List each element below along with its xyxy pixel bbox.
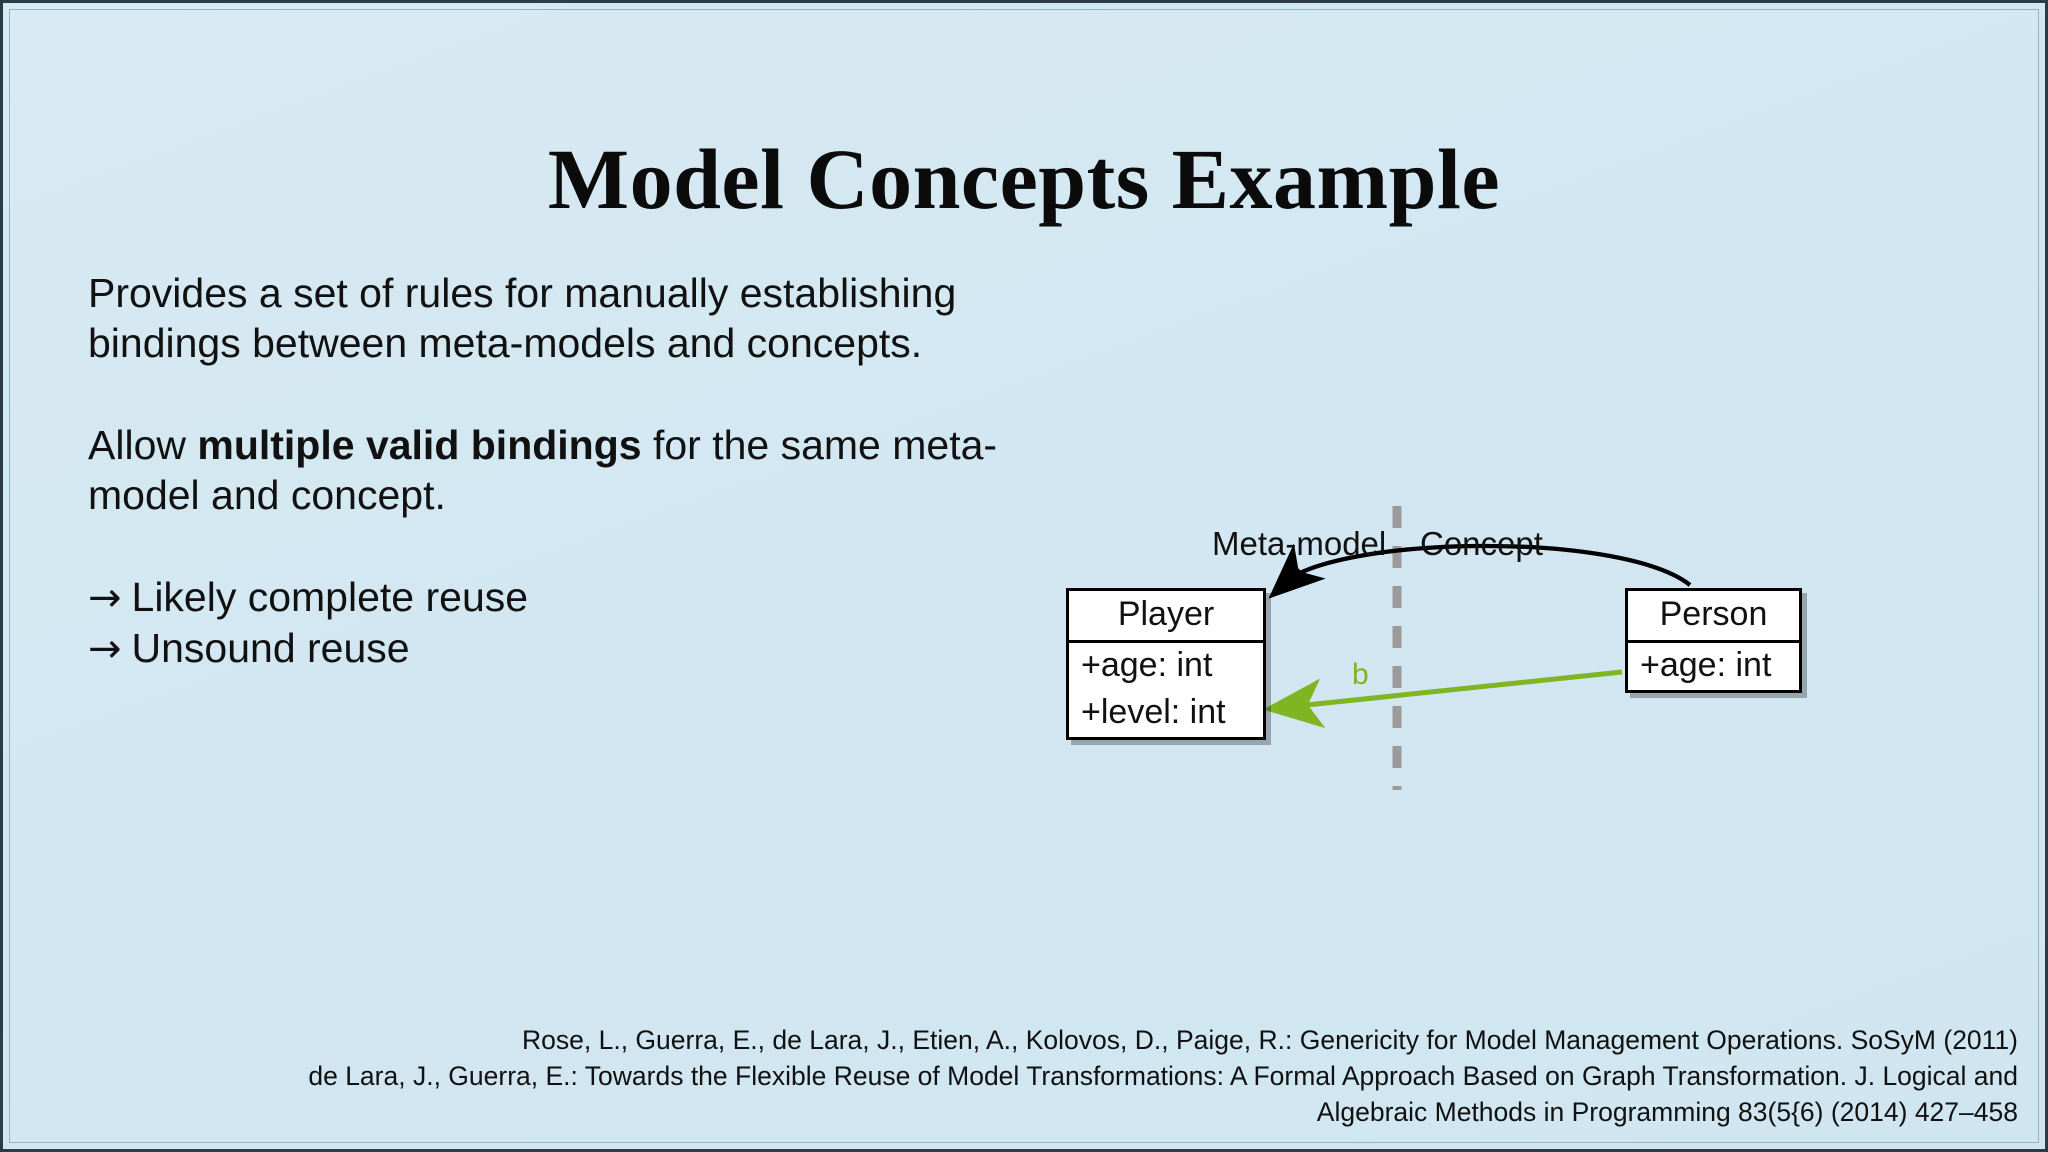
uml-class-person-name: Person	[1628, 591, 1799, 643]
binding-label-b: b	[1352, 658, 1369, 691]
reference-line-1: Rose, L., Guerra, E., de Lara, J., Etien…	[522, 1025, 2018, 1055]
match-arrow-head	[1268, 543, 1326, 599]
uml-binding-diagram: Meta-model Concept Player +age: int +lev…	[1000, 500, 1960, 900]
bullet-item-likely-complete-reuse: →Likely complete reuse	[88, 574, 529, 621]
binding-arrow	[1263, 669, 1623, 729]
paragraph-bindings: Allow multiple valid bindings for the sa…	[88, 420, 1088, 520]
uml-class-player-name: Player	[1069, 591, 1263, 643]
uml-class-player[interactable]: Player +age: int +level: int	[1066, 588, 1266, 740]
paragraph-bindings-line2: model and concept.	[88, 472, 446, 518]
right-arrow-icon: →	[88, 575, 122, 621]
paragraph-bindings-post: for the same meta-	[641, 422, 998, 468]
bullet-item-2-label: Unsound reuse	[131, 625, 410, 671]
paragraph-bindings-emphasis: multiple valid bindings	[197, 422, 642, 468]
reference-line-2: de Lara, J., Guerra, E.: Towards the Fle…	[308, 1061, 2018, 1091]
uml-class-person[interactable]: Person +age: int	[1625, 588, 1802, 693]
paragraph-rules-line2: bindings between meta-models and concept…	[88, 320, 923, 366]
concept-side-label: Concept	[1420, 525, 1543, 562]
body-text-block: Provides a set of rules for manually est…	[88, 268, 1088, 674]
bullet-item-unsound-reuse: →Unsound reuse	[88, 625, 410, 672]
paragraph-rules: Provides a set of rules for manually est…	[88, 268, 1088, 368]
bullet-list: →Likely complete reuse →Unsound reuse	[88, 572, 1088, 674]
right-arrow-icon: →	[88, 626, 122, 672]
page-title: Model Concepts Example	[547, 130, 1501, 227]
uml-class-person-attribute-age: +age: int	[1640, 646, 1772, 684]
uml-class-player-attribute-level: +level: int	[1081, 693, 1226, 731]
meta-model-side-label: Meta-model	[1212, 525, 1387, 562]
slide-background	[4, 4, 2044, 1148]
uml-class-player-attribute-age: +age: int	[1081, 646, 1213, 684]
diagram-vectors	[1263, 506, 1692, 790]
reference-footer: Rose, L., Guerra, E., de Lara, J., Etien…	[90, 1022, 2018, 1130]
paragraph-bindings-pre: Allow	[88, 422, 198, 468]
reference-line-3: Algebraic Methods in Programming 83(5{6)…	[1316, 1097, 2018, 1127]
bullet-item-1-label: Likely complete reuse	[131, 574, 529, 620]
paragraph-rules-line1: Provides a set of rules for manually est…	[88, 270, 957, 316]
